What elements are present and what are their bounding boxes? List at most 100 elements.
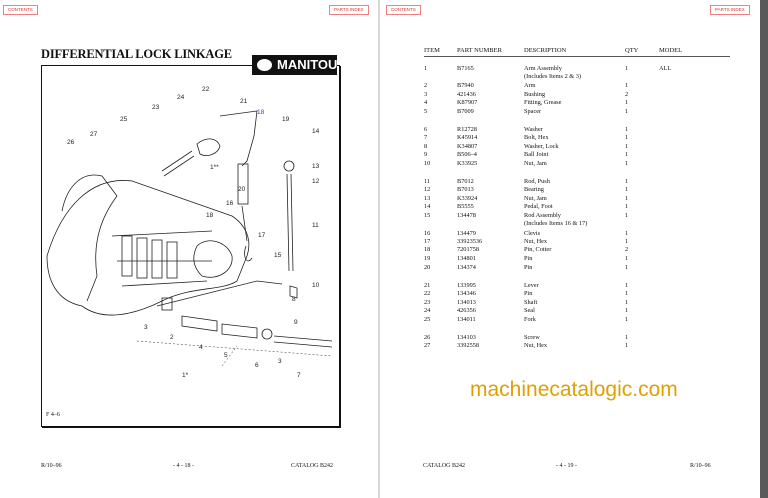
callout-label: 22: [202, 86, 210, 93]
cell-qty: 1: [625, 134, 629, 141]
callout-label: 15: [274, 252, 282, 259]
header-item: ITEM: [424, 47, 440, 54]
cell-qty: 1: [625, 99, 629, 106]
cell-qty: 1: [625, 151, 629, 158]
cell-part: B7012: [457, 178, 474, 185]
callout-label: 4: [199, 344, 203, 351]
cell-item: 27: [424, 342, 431, 349]
cell-part: B7940: [457, 82, 474, 89]
cell-qty: 1: [625, 65, 629, 72]
cell-desc: Pin: [524, 290, 533, 297]
cell-desc: Nut, Hex: [524, 342, 548, 349]
cell-desc: Arm: [524, 82, 536, 89]
page-divider: [378, 0, 380, 498]
callout-label: 25: [120, 116, 128, 123]
cell-qty: 1: [625, 342, 629, 349]
cell-item: 3: [424, 91, 428, 98]
callout-label: 21: [240, 98, 248, 105]
cell-part: B7165: [457, 65, 474, 72]
cell-desc: Rod, Push: [524, 178, 550, 185]
cell-part: 134479: [457, 230, 476, 237]
callout-label: 20: [238, 186, 246, 193]
callout-label: 16: [226, 200, 234, 207]
cell-item: 12: [424, 186, 431, 193]
cell-part: B7009: [457, 108, 474, 115]
cell-part: 134478: [457, 212, 476, 219]
cell-desc: Bearing: [524, 186, 544, 193]
cell-qty: 1: [625, 212, 629, 219]
cell-part: 426356: [457, 307, 476, 314]
cell-qty: 1: [625, 230, 629, 237]
callout-label: 24: [177, 94, 185, 101]
callout-label: 27: [90, 131, 98, 138]
cell-qty: 1: [625, 203, 629, 210]
table-row: 22 134346 Pin 1: [424, 290, 724, 298]
cell-item: 22: [424, 290, 431, 297]
cell-item: 16: [424, 230, 431, 237]
scrollbar[interactable]: [760, 0, 768, 498]
callout-label: 18: [257, 109, 265, 116]
header-qty: QTY: [625, 47, 639, 54]
logo-mark-icon: [255, 57, 274, 73]
cell-item: 14: [424, 203, 431, 210]
cell-item: 20: [424, 264, 431, 271]
cell-part: 134346: [457, 290, 476, 297]
cell-qty: 1: [625, 316, 629, 323]
manitou-logo: MANITOU: [252, 55, 337, 75]
parts-index-link[interactable]: PARTS INDEX: [710, 5, 750, 15]
cell-part: 3392558: [457, 342, 480, 349]
parts-index-link[interactable]: PARTS INDEX: [329, 5, 369, 15]
cell-part: B7013: [457, 186, 474, 193]
table-row: (Includes Items 2 & 3): [424, 73, 724, 81]
contents-link[interactable]: CONTENTS: [386, 5, 421, 15]
cell-part: 33923536: [457, 238, 483, 245]
cell-part: K33925: [457, 160, 478, 167]
cell-qty: 1: [625, 290, 629, 297]
cell-desc: (Includes Items 2 & 3): [524, 73, 582, 80]
cell-desc: Pin: [524, 255, 533, 262]
footer-revision: R/10–96: [690, 463, 711, 469]
cell-desc: Bushing: [524, 91, 545, 98]
cell-desc: Lever: [524, 282, 539, 289]
callout-label: 6: [255, 362, 259, 369]
callout-label: 2: [170, 334, 174, 341]
cell-item: 4: [424, 99, 428, 106]
table-row: 27 3392558 Nut, Hex 1: [424, 342, 724, 350]
cell-qty: 1: [625, 307, 629, 314]
cell-item: 8: [424, 143, 428, 150]
callout-label: 8: [292, 296, 296, 303]
right-page: CONTENTS PARTS INDEX ITEM PART NUMBER DE…: [380, 0, 760, 498]
cell-qty: 1: [625, 126, 629, 133]
cell-part: B506–4: [457, 151, 477, 158]
callout-label: 5: [224, 352, 228, 359]
callout-label: 1**: [210, 164, 219, 171]
cell-part: 134013: [457, 299, 476, 306]
cell-item: 5: [424, 108, 428, 115]
callout-label: 3: [278, 358, 282, 365]
cell-desc: Nut, Jam: [524, 195, 547, 202]
cell-qty: 2: [625, 91, 629, 98]
cell-desc: Pin: [524, 264, 533, 271]
cell-qty: 1: [625, 255, 629, 262]
contents-link[interactable]: CONTENTS: [3, 5, 38, 15]
cell-part: 134103: [457, 334, 476, 341]
cell-item: 7: [424, 134, 428, 141]
cell-qty: 2: [625, 246, 629, 253]
